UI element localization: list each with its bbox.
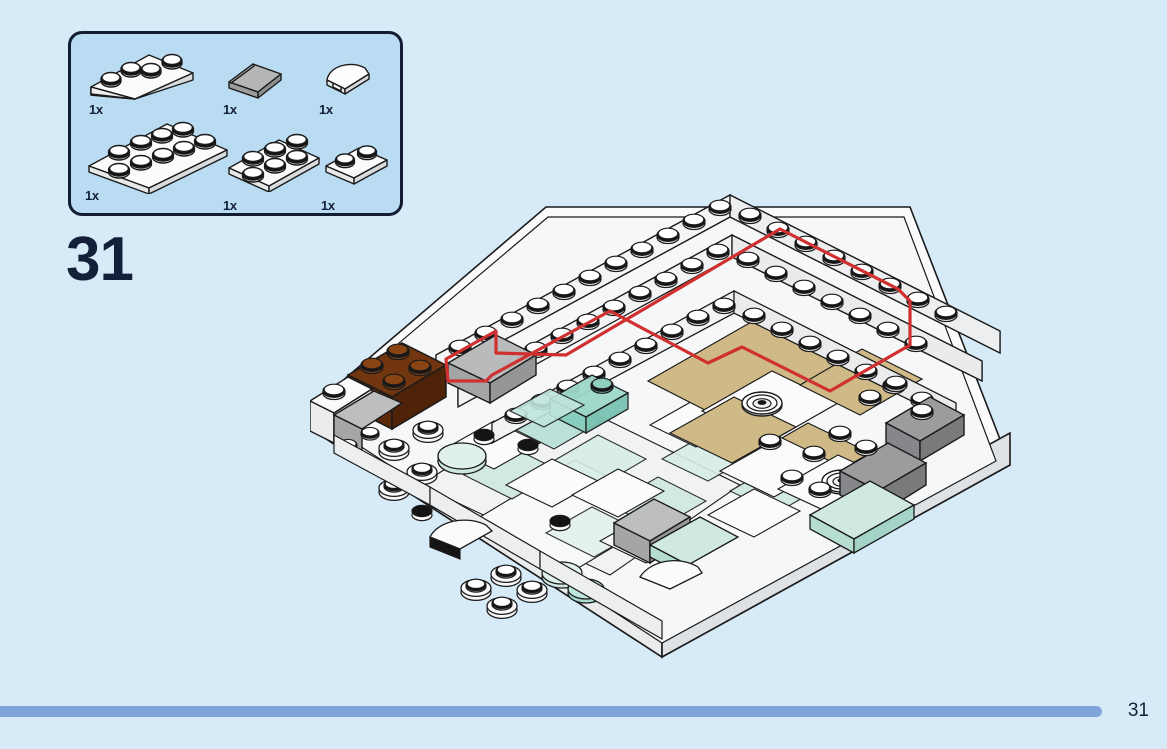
- round-plate-cluster-left: [378, 420, 487, 502]
- model-illustration: [310, 185, 1020, 675]
- slope-1x2-icon: [228, 63, 282, 99]
- part-item-plate-1x2: 1x: [321, 138, 396, 213]
- gray-slopes: [612, 396, 966, 579]
- highlight-outline: [444, 227, 912, 405]
- plate-2x6-icon: [88, 121, 228, 194]
- part-quantity-label: 1x: [319, 102, 333, 117]
- lego-build-isometric-svg: [310, 193, 1011, 659]
- part-quantity-label: 1x: [85, 188, 99, 203]
- part-item-tile-quarter-round: 1x: [319, 58, 385, 117]
- mint-transparent-pieces: [508, 374, 630, 435]
- part-quantity-label: 1x: [223, 102, 237, 117]
- parts-callout-box: 1x 1x: [68, 31, 403, 216]
- part-item-slope-1x2: 1x: [223, 52, 293, 117]
- dark-stud-accents: [411, 428, 571, 532]
- part-quantity-label: 1x: [321, 198, 335, 213]
- footer-rule: [0, 706, 1102, 717]
- plate-1x2-icon: [325, 145, 388, 185]
- lego-model-body: [310, 193, 1011, 659]
- plate-2x3-icon: [228, 133, 320, 192]
- page-number: 31: [1127, 700, 1149, 721]
- part-quantity-label: 1x: [89, 102, 103, 117]
- part-item-plate-2x3: 1x: [223, 126, 328, 213]
- part-item-plate-1x4: 1x: [87, 47, 197, 117]
- part-quantity-label: 1x: [223, 198, 237, 213]
- step-number: 31: [66, 225, 134, 294]
- tile-quarter-round-icon: [326, 63, 370, 95]
- plate-1x4-icon: [90, 53, 194, 100]
- part-item-plate-2x6: 1x: [83, 114, 233, 204]
